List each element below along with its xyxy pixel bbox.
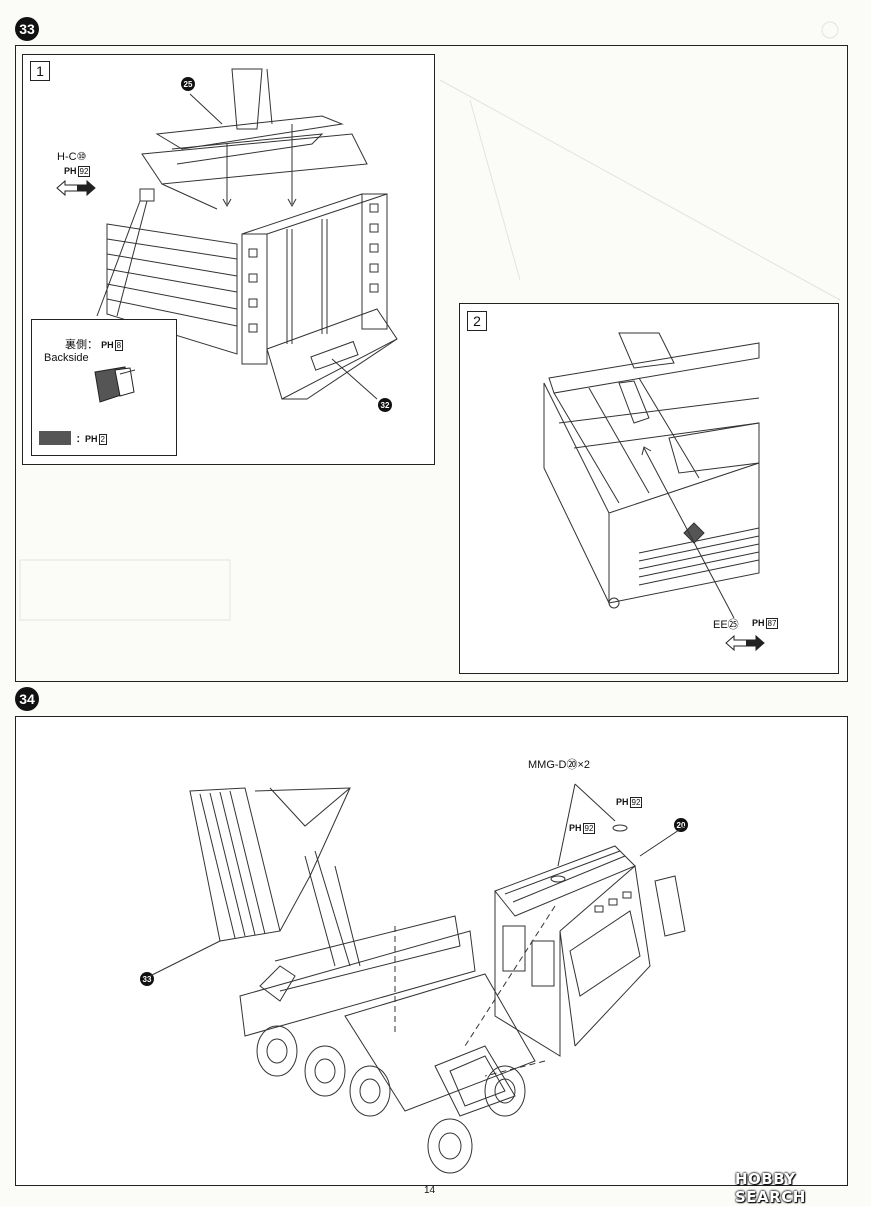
part-mmg-label: MMG-D⑳×2 [528, 759, 591, 771]
backside-jp-text: 裏側： [65, 339, 98, 351]
paint-code: 92 [77, 166, 91, 177]
step-33-badge: 33 [15, 17, 39, 41]
paint-code: 87 [765, 618, 779, 629]
paint-code: 92 [582, 823, 596, 834]
dump-body-front-drawing [543, 332, 760, 619]
paint-prefix: PH [752, 618, 765, 628]
paint-code: 8 [114, 340, 124, 351]
page-number: 14 [424, 1185, 436, 1196]
dump-truck-assembly-drawing [149, 783, 686, 1174]
paint-code: 92 [629, 797, 643, 808]
part-ee-label: EE㉕ [713, 619, 739, 631]
double-arrow-icon [725, 634, 765, 652]
step-34-badge: 34 [15, 687, 39, 711]
paint-prefix: PH [569, 823, 582, 833]
double-arrow-icon [56, 179, 96, 197]
paint-prefix: PH [85, 434, 98, 444]
step-33-sub2-panel [459, 303, 839, 674]
step-34-frame [15, 716, 848, 1186]
backside-en-label: Backside [44, 352, 89, 364]
paint-prefix: PH [64, 166, 77, 176]
paint-prefix: PH [101, 340, 114, 350]
dump-body-rear-drawing [96, 68, 398, 400]
legend-swatch [39, 431, 71, 445]
part-hc-label: H-C⑩ [57, 151, 87, 163]
paint-prefix: PH [616, 797, 629, 807]
sub-step-1-number: 1 [30, 61, 50, 81]
paint-code: 2 [98, 434, 107, 445]
part-20-badge: 20 [674, 818, 688, 832]
legend-sep: ： [76, 434, 86, 444]
step-33-frame [15, 45, 848, 682]
part-32-badge: 32 [378, 398, 392, 412]
backside-part-drawing [94, 366, 136, 403]
part-25-badge: 25 [181, 77, 195, 91]
hobby-search-watermark: HOBBY SEARCH [735, 1170, 806, 1206]
sub-step-2-number: 2 [467, 311, 487, 331]
